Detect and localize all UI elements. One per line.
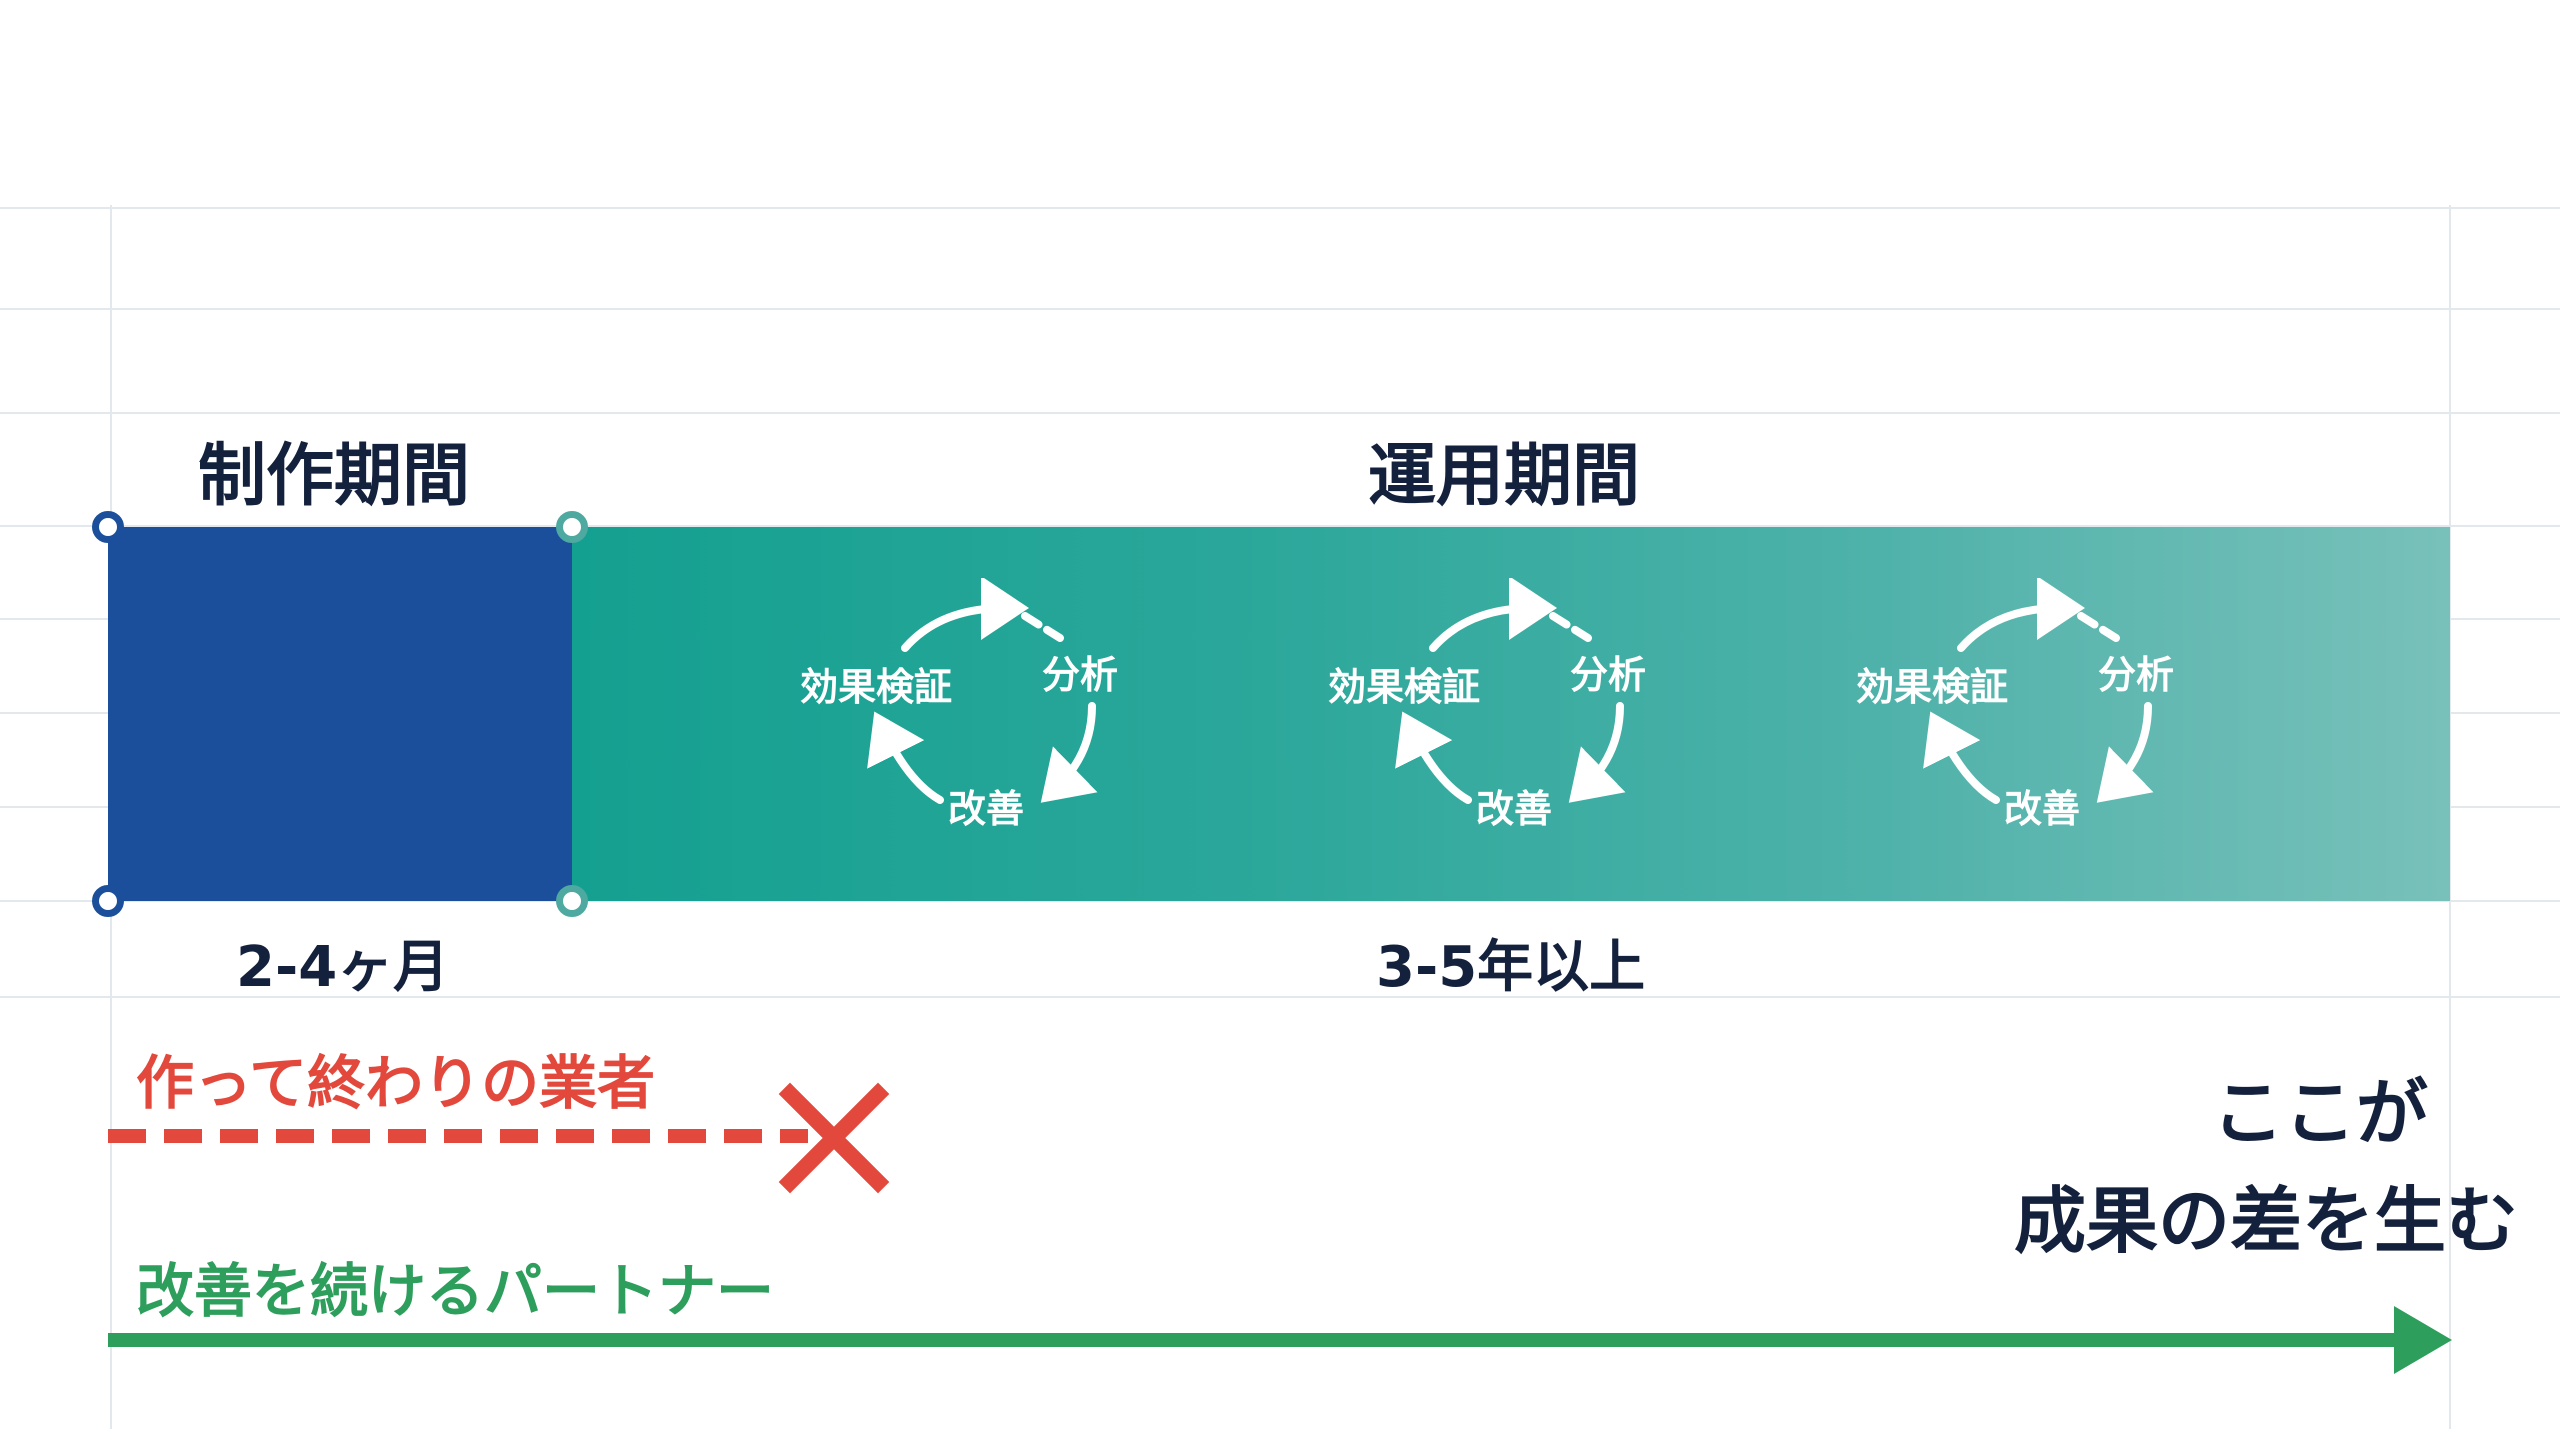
cycle-step-verify: 効果検証 <box>800 665 953 709</box>
grid-line <box>0 412 2560 414</box>
resize-handle-bottom-left[interactable] <box>92 885 124 917</box>
operation-phase-title: 運用期間 <box>1368 437 1641 516</box>
outcome-line-2: 成果の差を生む <box>2013 1179 2518 1263</box>
cycle-step-analyze: 分析 <box>2098 653 2175 697</box>
improvement-cycle: 効果検証 分析 改善 <box>800 578 1140 838</box>
one-off-dashed-line <box>108 1129 808 1143</box>
one-off-vendor-label: 作って終わりの業者 <box>136 1049 656 1117</box>
partner-arrow <box>108 1306 2452 1374</box>
production-phase-title: 制作期間 <box>198 437 471 516</box>
resize-handle-top-right[interactable] <box>556 511 588 543</box>
cycle-step-verify: 効果検証 <box>1328 665 1481 709</box>
production-duration: 2-4ヶ月 <box>236 935 450 1000</box>
grid-line <box>0 308 2560 310</box>
cycle-step-improve: 改善 <box>948 787 1025 831</box>
cycle-arrows-icon <box>867 578 1098 804</box>
cycle-step-analyze: 分析 <box>1570 653 1647 697</box>
cycle-step-verify: 効果検証 <box>1856 665 2009 709</box>
improvement-partner-label: 改善を続けるパートナー <box>136 1257 775 1325</box>
grid-line <box>2449 205 2451 1429</box>
cycle-step-analyze: 分析 <box>1042 653 1119 697</box>
operation-duration: 3-5年以上 <box>1376 935 1646 1000</box>
grid-line <box>0 525 2560 527</box>
grid-line <box>0 207 2560 209</box>
grid-line <box>0 900 2560 902</box>
improvement-cycle: 効果検証 分析 改善 <box>1328 578 1668 838</box>
resize-handle-top-left[interactable] <box>92 511 124 543</box>
cycle-step-improve: 改善 <box>2004 787 2081 831</box>
cross-mark-icon <box>778 1082 890 1194</box>
cycle-arrows-icon <box>1395 578 1626 804</box>
resize-handle-bottom-right[interactable] <box>556 885 588 917</box>
improvement-cycle: 効果検証 分析 改善 <box>1856 578 2196 838</box>
production-period-block[interactable] <box>108 527 572 901</box>
cycle-arrows-icon <box>1923 578 2154 804</box>
outcome-line-1: ここが <box>2211 1071 2428 1155</box>
cycle-step-improve: 改善 <box>1476 787 1553 831</box>
grid-line <box>0 996 2560 998</box>
